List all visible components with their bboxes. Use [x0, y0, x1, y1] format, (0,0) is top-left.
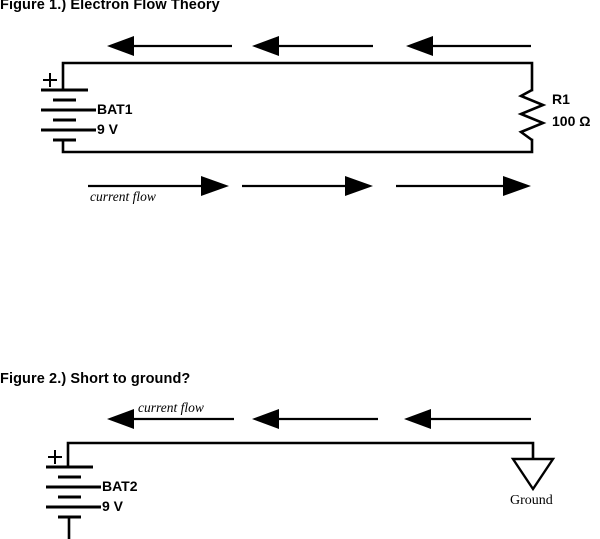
resistor-r1-name-label: R1: [552, 91, 570, 107]
current-flow-arrow-1: [88, 176, 229, 196]
ground-label: Ground: [510, 493, 553, 508]
battery-symbol-bat2: [46, 465, 101, 539]
figure-2-electron-flow-arrow-2: [252, 409, 378, 429]
figure-1-title: Figure 1.) Electron Flow Theory: [0, 0, 220, 13]
battery-bat2-name-label: BAT2: [102, 478, 138, 494]
figure-1-current-flow-label: current flow: [90, 189, 156, 204]
ground-symbol: [510, 457, 556, 492]
figure-2-electron-flow-arrow-3: [404, 409, 531, 429]
current-flow-arrow-3: [396, 176, 531, 196]
circuit-loop-wire: [61, 61, 534, 154]
electron-flow-arrow-1: [107, 36, 232, 56]
figure-2-circuit-wire: [66, 441, 535, 469]
battery-symbol-bat1: [41, 88, 96, 142]
figure-2-current-flow-label: current flow: [138, 400, 204, 415]
battery-bat2-value-label: 9 V: [102, 498, 124, 514]
current-flow-arrow-2: [242, 176, 373, 196]
electron-flow-arrow-2: [252, 36, 373, 56]
resistor-r1-value-label: 100 Ω: [552, 113, 591, 129]
figure-2-title: Figure 2.) Short to ground?: [0, 371, 191, 387]
battery-bat1-plus-sign: [43, 73, 57, 87]
battery-bat1-name-label: BAT1: [97, 101, 133, 117]
battery-bat1-value-label: 9 V: [97, 121, 119, 137]
electron-flow-arrow-3: [406, 36, 531, 56]
figure-2-electron-flow-arrow-1: [107, 409, 234, 429]
resistor-symbol-r1: [517, 88, 547, 142]
battery-bat2-plus-sign: [48, 450, 62, 464]
